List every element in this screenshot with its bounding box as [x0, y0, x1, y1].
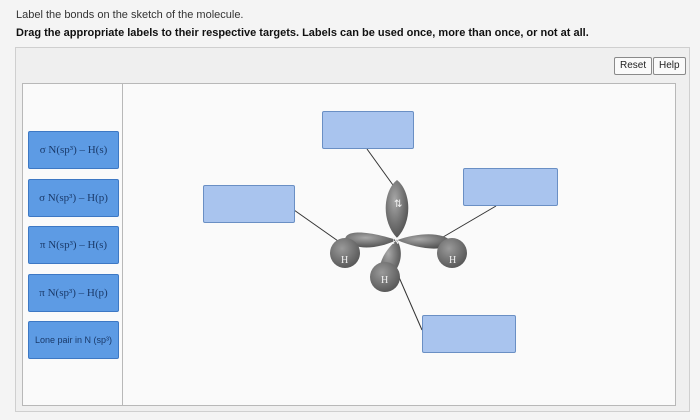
drop-target-left[interactable] [203, 185, 295, 223]
hydrogen-right-sphere [437, 238, 467, 268]
leader-line-right [437, 205, 497, 241]
left-orbital-lobe [345, 232, 397, 248]
hydrogen-left-label: H [341, 255, 348, 266]
drop-target-top[interactable] [322, 111, 414, 149]
reset-button[interactable]: Reset [614, 57, 653, 75]
hydrogen-left-sphere [330, 238, 360, 268]
drop-target-right[interactable] [463, 168, 558, 206]
label-bank-divider [122, 83, 123, 406]
nitrogen-label: N [392, 236, 399, 247]
right-orbital-lobe [397, 234, 452, 249]
label-pi-n-sp3-h-p[interactable]: π N(sp³) – H(p) [28, 274, 119, 312]
hydrogen-front-sphere [370, 262, 400, 292]
label-sigma-n-sp3-h-p[interactable]: σ N(sp³) – H(p) [28, 179, 119, 217]
label-pi-n-sp3-h-s[interactable]: π N(sp³) – H(s) [28, 226, 119, 264]
question-prompt: Label the bonds on the sketch of the mol… [16, 9, 244, 21]
drop-target-bottom[interactable] [422, 315, 516, 353]
lone-pair-orbital-lobe [385, 180, 409, 238]
help-button[interactable]: Help [653, 57, 686, 75]
drag-instructions: Drag the appropriate labels to their res… [16, 27, 589, 39]
hydrogen-right-label: H [449, 255, 456, 266]
lone-pair-arrows: ⇅ [394, 199, 402, 210]
label-lone-pair-n-sp3[interactable]: Lone pair in N (sp³) [28, 321, 119, 359]
label-sigma-n-sp3-h-s[interactable]: σ N(sp³) – H(s) [28, 131, 119, 169]
hydrogen-front-label: H [381, 275, 388, 286]
